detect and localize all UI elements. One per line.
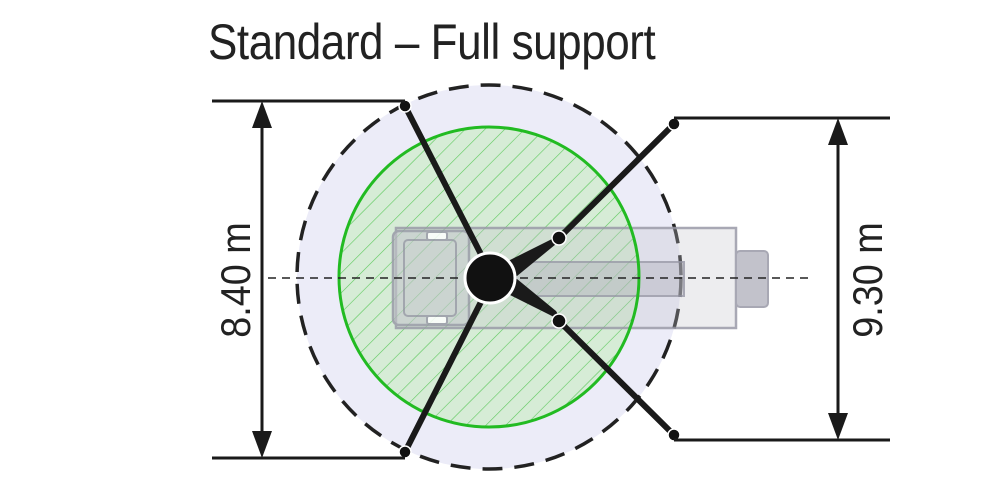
outrigger-rear-right: [556, 318, 677, 438]
outrigger-front-left: [402, 103, 491, 271]
right-arrow-bottom: [828, 413, 848, 440]
outrigger-front-right: [402, 285, 491, 455]
left-arrow-bottom: [252, 431, 272, 458]
diagram-title: Standard – Full support: [208, 14, 656, 70]
right-dimension: [674, 116, 890, 442]
left-arrow-top: [252, 101, 272, 128]
outrigger-arms: [402, 103, 677, 455]
right-dimension-label: 9.30 m: [845, 222, 891, 338]
pivot-rear-right: [551, 313, 567, 329]
pad-rear-left: [667, 117, 681, 131]
outrigger-rear-left: [556, 121, 677, 241]
left-dimension: [212, 99, 405, 460]
turret-center: [463, 251, 517, 305]
outrigger-pads: [398, 99, 681, 459]
left-dimension-label: 8.40 m: [213, 222, 259, 338]
right-arrow-top: [828, 118, 848, 145]
pivot-rear-left: [551, 230, 567, 246]
inner-support-zone-border: [337, 125, 641, 429]
pad-front-right: [398, 445, 412, 459]
